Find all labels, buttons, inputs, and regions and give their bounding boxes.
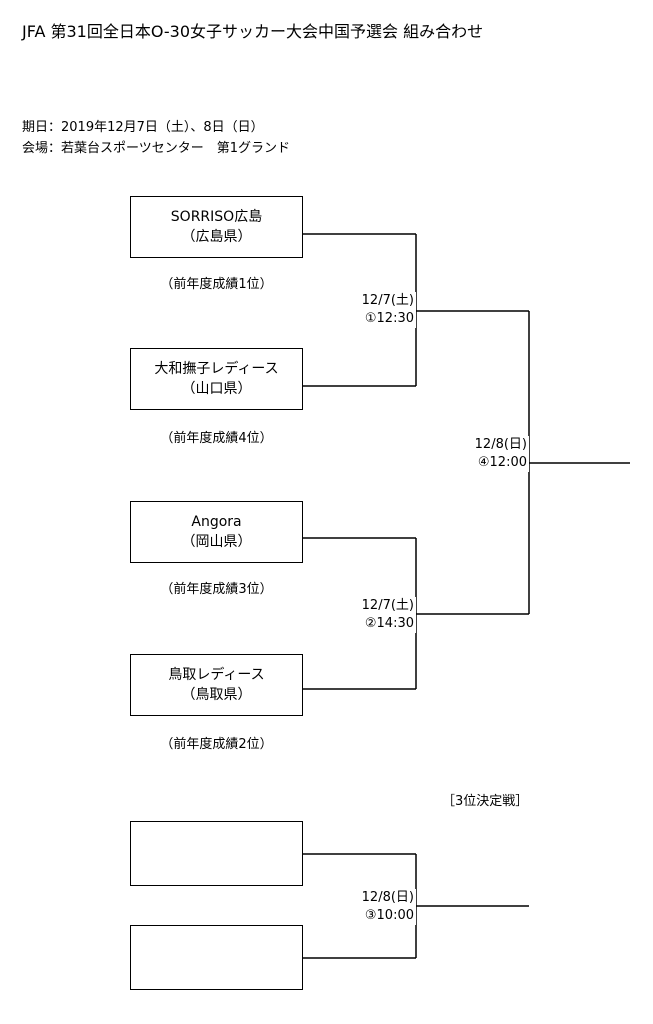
match-time: ④12:00 bbox=[477, 455, 527, 470]
team-box-6 bbox=[130, 925, 303, 990]
team-prefecture: （岡山県） bbox=[181, 534, 252, 550]
team-prefecture: （山口県） bbox=[181, 381, 252, 397]
team-box-2: 大和撫子レディース （山口県） bbox=[130, 348, 303, 410]
team-box-4: 鳥取レディース （鳥取県） bbox=[130, 654, 303, 716]
match-time: ②14:30 bbox=[364, 616, 414, 631]
team-box-3: Angora （岡山県） bbox=[130, 501, 303, 563]
match-date: 12/7(土) bbox=[361, 598, 414, 613]
team-rank: （前年度成績2位） bbox=[160, 737, 273, 752]
team-name: 大和撫子レディース bbox=[154, 361, 279, 377]
team-prefecture: （鳥取県） bbox=[181, 687, 252, 703]
team-rank: （前年度成績3位） bbox=[160, 582, 273, 597]
page-title: JFA 第31回全日本O-30女子サッカー大会中国予選会 組み合わせ bbox=[22, 22, 484, 41]
team-box-5 bbox=[130, 821, 303, 886]
match-time: ③10:00 bbox=[364, 908, 414, 923]
match-time: ①12:30 bbox=[364, 311, 414, 326]
third-place-label: ［3位決定戦］ bbox=[442, 794, 529, 809]
match-date: 12/8(日) bbox=[361, 890, 414, 905]
team-rank: （前年度成績4位） bbox=[160, 431, 273, 446]
match-label-2: 12/7(土) ②14:30 bbox=[346, 597, 416, 633]
team-prefecture: （広島県） bbox=[181, 229, 252, 245]
match-date: 12/8(日) bbox=[474, 437, 527, 452]
date-info: 期日：2019年12月7日（土）、8日（日） bbox=[22, 120, 264, 135]
match-label-4: 12/8(日) ④12:00 bbox=[459, 436, 529, 472]
match-date: 12/7(土) bbox=[361, 293, 414, 308]
venue-info: 会場：若葉台スポーツセンター 第1グランド bbox=[22, 141, 291, 156]
team-rank: （前年度成績1位） bbox=[160, 277, 273, 292]
team-box-1: SORRISO広島 （広島県） bbox=[130, 196, 303, 258]
team-name: Angora bbox=[191, 514, 242, 530]
team-name: SORRISO広島 bbox=[170, 209, 263, 225]
team-name: 鳥取レディース bbox=[168, 667, 265, 683]
match-label-1: 12/7(土) ①12:30 bbox=[346, 292, 416, 328]
match-label-3: 12/8(日) ③10:00 bbox=[346, 889, 416, 925]
